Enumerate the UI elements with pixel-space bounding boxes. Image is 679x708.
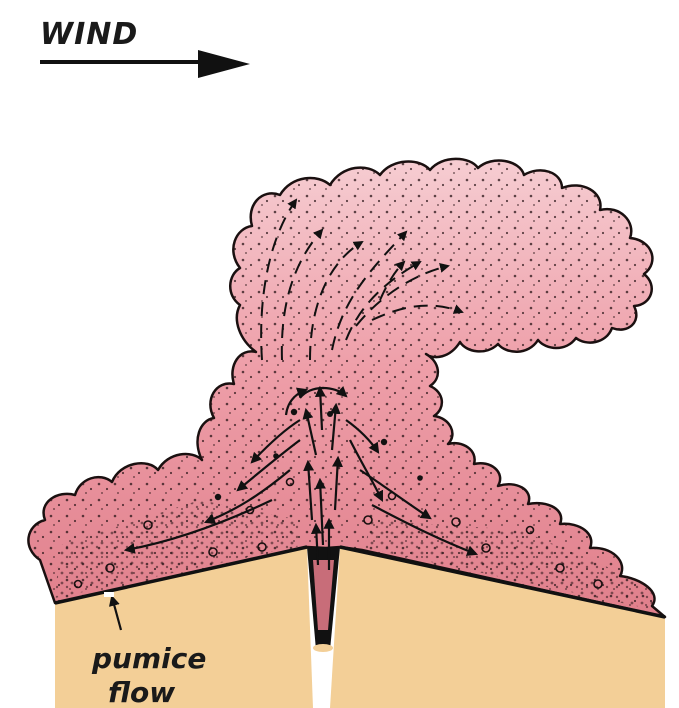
wind-arrow-icon [40,50,250,78]
pumice-flow-label-line2: flow [108,676,175,708]
pumice-flow-label-line1: pumice [91,642,206,675]
wind-label: WIND [40,17,138,52]
